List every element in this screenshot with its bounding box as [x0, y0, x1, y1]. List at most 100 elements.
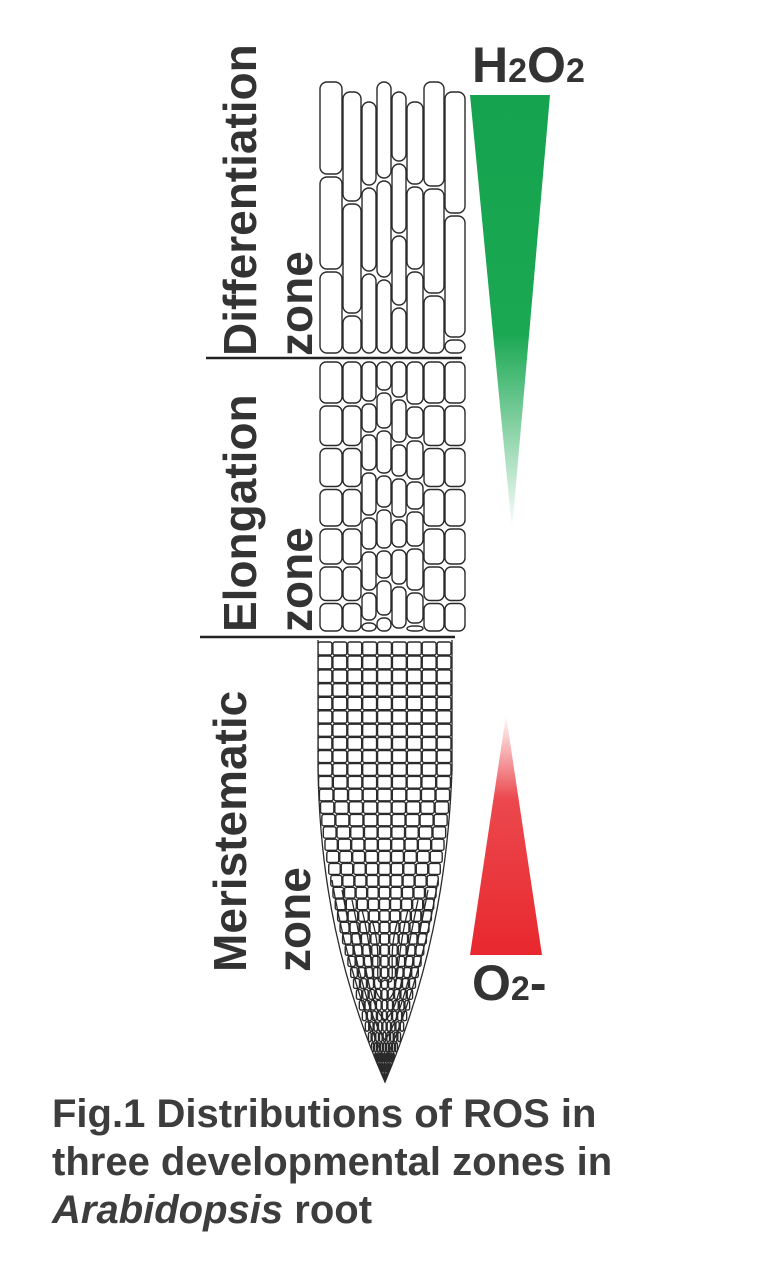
meristem-cell	[367, 1031, 372, 1043]
root-cell	[342, 203, 362, 314]
meristem-cell	[402, 874, 415, 888]
meristem-cell	[391, 788, 407, 802]
meristem-cell	[428, 862, 441, 876]
meristem-cell	[436, 762, 452, 777]
meristem-cell	[415, 862, 429, 876]
meristem-cell	[436, 749, 452, 764]
root-cell	[406, 186, 424, 270]
meristem-cell	[371, 955, 381, 968]
meristem-cell	[406, 655, 422, 670]
meristem-cell	[332, 655, 348, 670]
meristem-cell	[390, 874, 403, 888]
meristem-cell	[318, 655, 333, 670]
root-cell	[423, 295, 445, 354]
meristem-cell	[410, 910, 422, 923]
meristem-cell	[361, 669, 378, 684]
meristem-cell	[379, 933, 390, 945]
meristem-cell	[419, 813, 434, 827]
meristem-cell	[378, 874, 391, 888]
meristem-cell	[436, 641, 452, 656]
meristem-cell	[387, 988, 395, 1001]
meristem-cell	[405, 801, 421, 815]
root-cell	[342, 528, 362, 565]
meristem-cell	[378, 1052, 382, 1064]
o2-gradient-triangle	[470, 715, 542, 955]
root-cell	[423, 361, 445, 404]
meristem-cell	[401, 886, 414, 899]
meristem-cell	[356, 898, 369, 911]
meristem-cell	[347, 762, 363, 777]
meristem-cell	[361, 749, 378, 764]
meristem-cell	[334, 801, 349, 815]
root-cell	[319, 488, 343, 527]
meristem-cell	[376, 736, 393, 751]
root-cell	[444, 528, 466, 565]
root-cell	[319, 447, 343, 488]
meristem-cell	[347, 775, 363, 789]
meristem-cell	[421, 655, 437, 670]
meristem-cell	[390, 862, 404, 876]
meristem-cell	[371, 944, 381, 957]
root-cell	[391, 519, 407, 548]
meristem-cell	[421, 723, 437, 738]
meristem-cell	[421, 710, 437, 724]
meristem-cell	[328, 862, 341, 876]
meristem-cell	[322, 826, 337, 839]
meristem-cell	[420, 801, 435, 815]
meristem-cell	[391, 655, 408, 670]
root-cell	[361, 551, 377, 591]
meristem-cell	[387, 1052, 391, 1064]
meristem-cell	[361, 762, 378, 777]
meristem-cell	[406, 696, 422, 711]
meristem-cell	[414, 874, 427, 888]
meristem-cell	[381, 988, 388, 1001]
root-cell	[444, 447, 466, 488]
root-cell	[444, 215, 466, 338]
meristem-cell	[376, 775, 393, 789]
meristem-cell	[332, 886, 345, 899]
root-cell	[444, 405, 466, 447]
meristem-cell	[372, 966, 381, 979]
meristem-cell	[364, 850, 379, 864]
meristem-cell	[332, 710, 348, 724]
root-cell	[376, 81, 392, 179]
meristem-cell	[391, 641, 408, 656]
meristem-cell	[332, 641, 348, 656]
root-cell	[423, 405, 445, 447]
meristem-cell	[406, 749, 422, 764]
meristem-cell	[389, 898, 402, 911]
root-cell	[406, 406, 424, 439]
meristem-cell	[421, 775, 437, 789]
meristem-cell	[361, 736, 378, 751]
meristem-cell	[365, 862, 379, 876]
root-cell	[342, 566, 362, 602]
root-cell-wall	[371, 919, 399, 983]
meristem-cell	[391, 736, 408, 751]
meristem-cell	[406, 736, 422, 751]
meristem-cell	[376, 723, 393, 738]
root-cell	[376, 580, 392, 616]
meristem-cell	[391, 710, 408, 724]
meristem-cell	[433, 813, 448, 827]
meristem-cell	[380, 955, 389, 968]
meristem-cell	[421, 736, 437, 751]
meristem-cell	[390, 850, 405, 864]
root-cell	[376, 430, 392, 474]
meristem-cell	[332, 669, 348, 684]
root-cell	[423, 81, 445, 187]
meristem-cell	[362, 801, 378, 815]
meristem-cell	[406, 788, 422, 802]
figure-caption: Fig.1 Distributions of ROS in three deve…	[52, 1090, 772, 1234]
root-cell	[361, 361, 377, 402]
meristem-cell	[436, 669, 452, 684]
root-cell	[319, 566, 343, 602]
meristem-cell	[376, 669, 393, 684]
meristem-cell	[318, 641, 333, 656]
meristem-cell	[382, 1021, 387, 1032]
h2o2-gradient-triangle	[470, 95, 550, 530]
meristem-cell	[389, 1031, 394, 1043]
root-cell	[319, 405, 343, 447]
meristem-cell	[436, 682, 452, 697]
meristem-cell	[347, 710, 363, 724]
meristem-grid	[318, 641, 452, 1082]
